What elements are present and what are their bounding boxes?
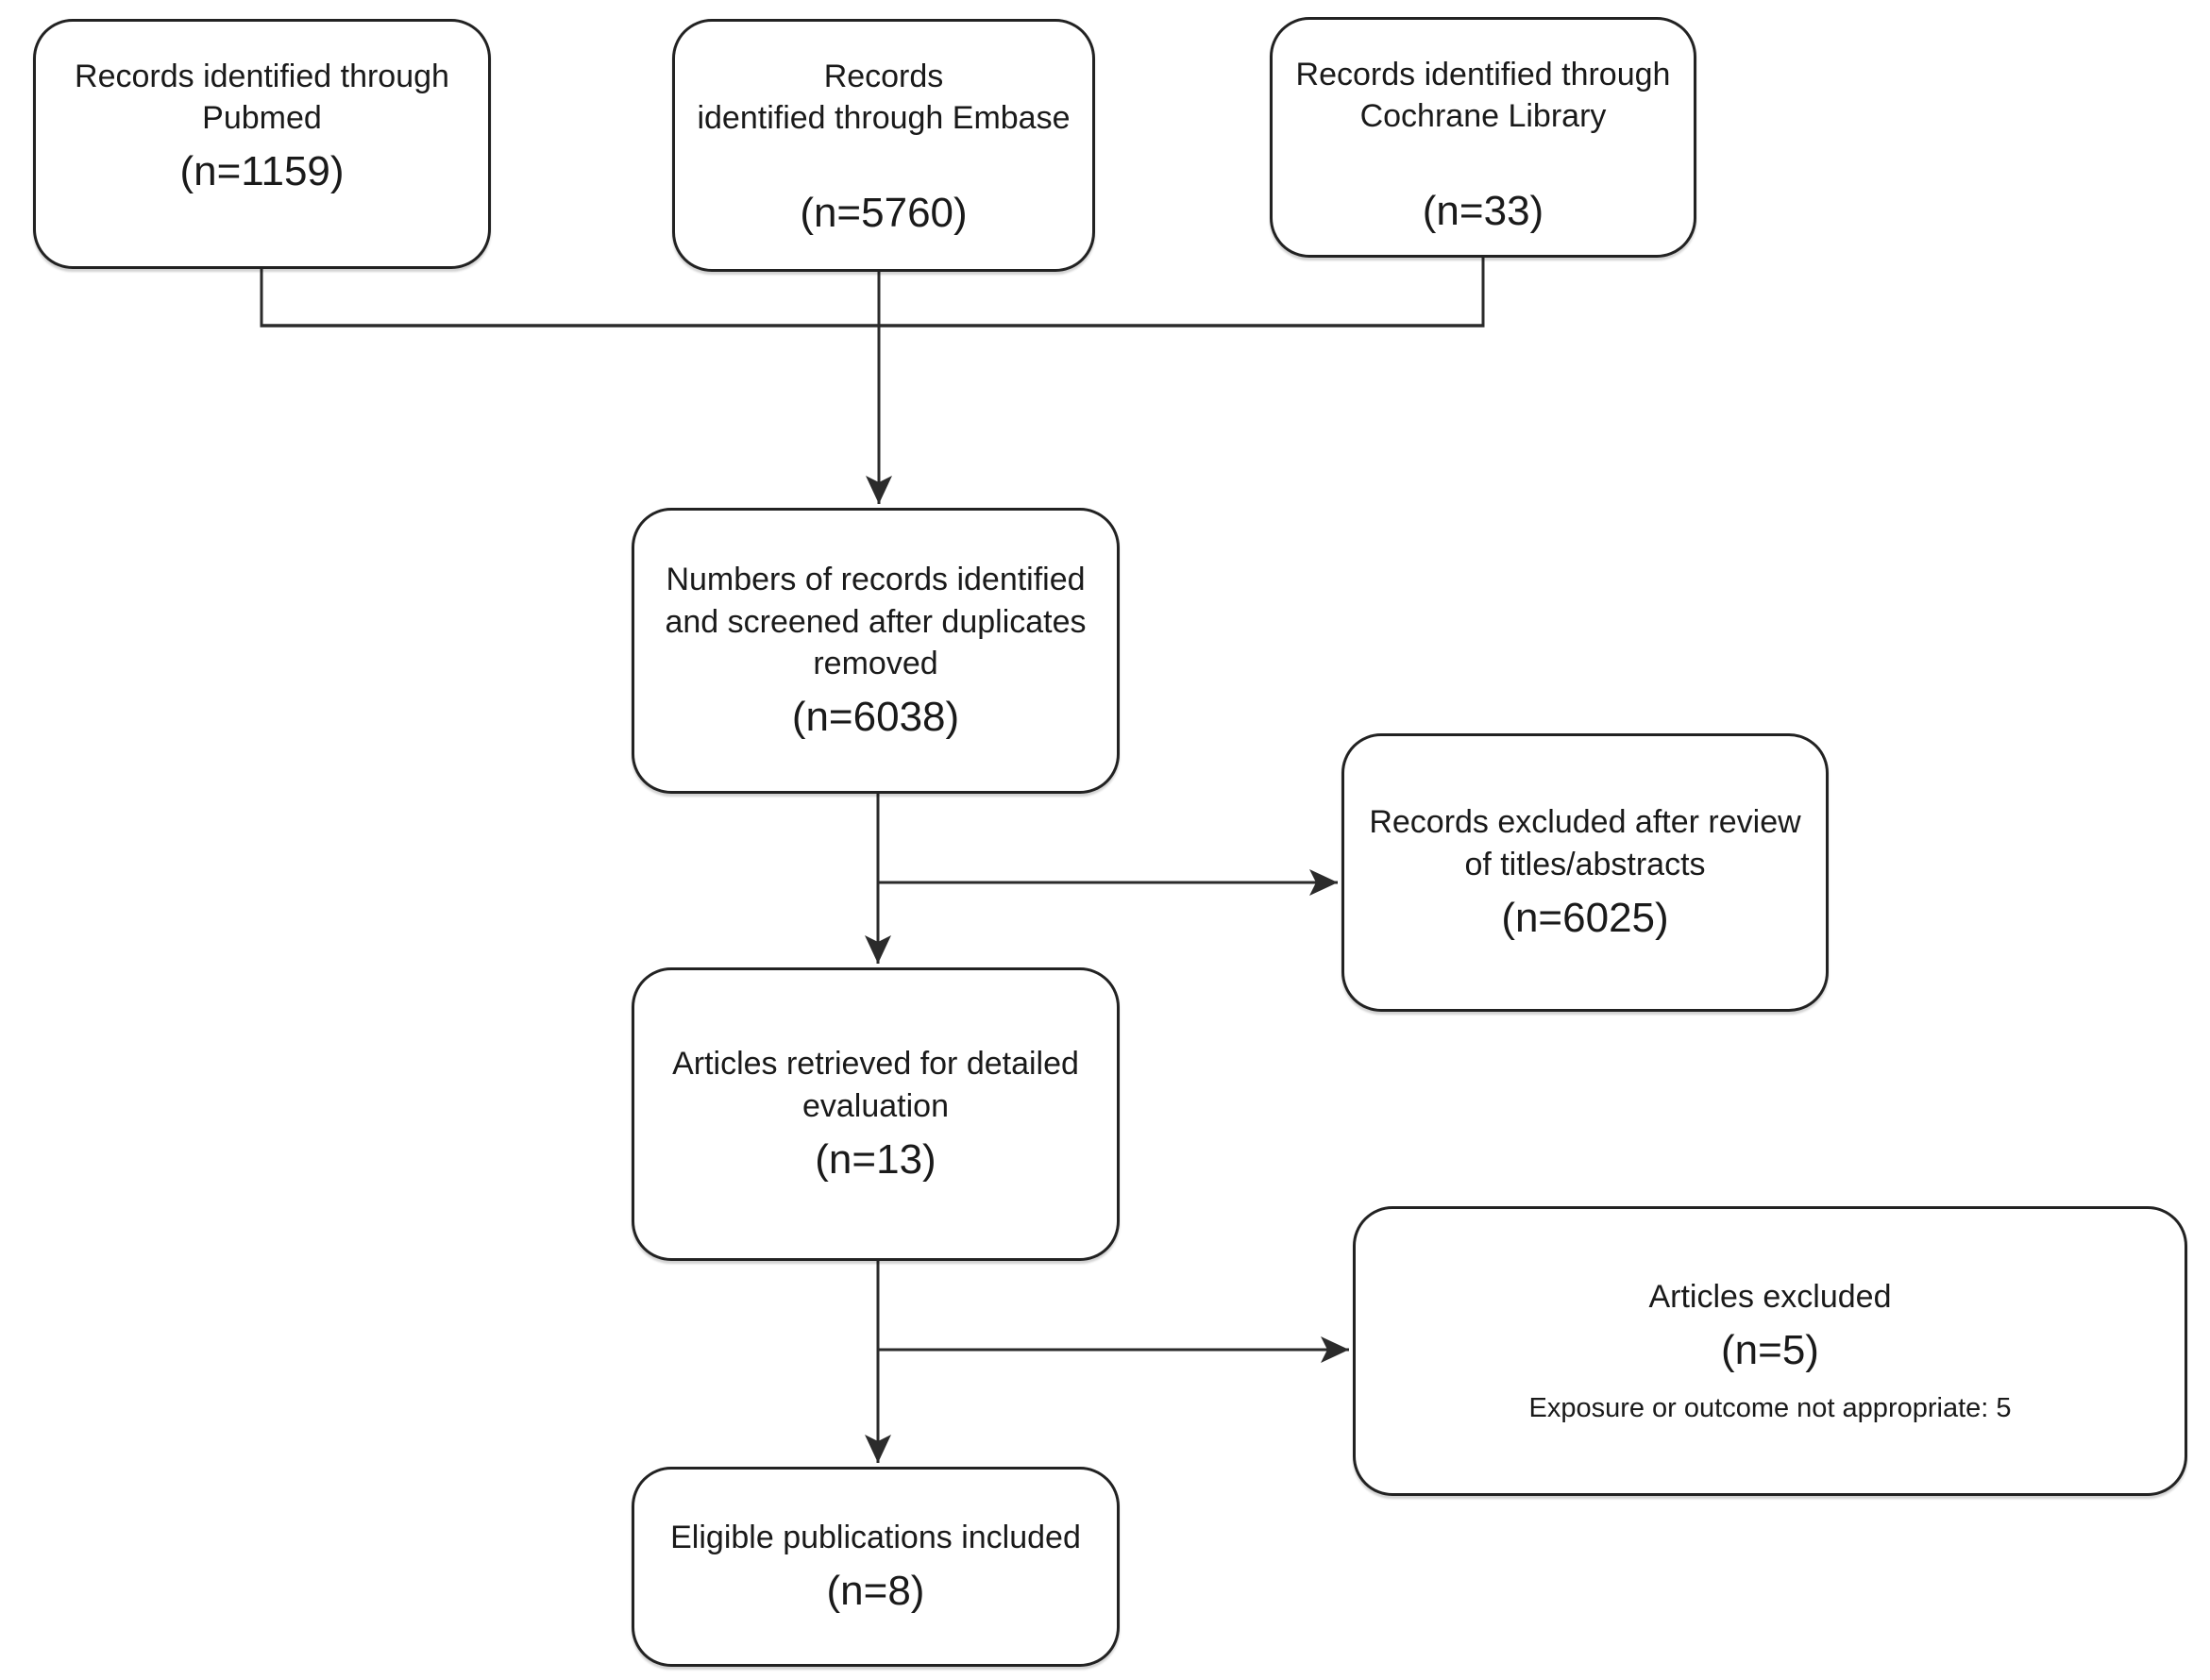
box-records-cochrane-text: Cochrane Library xyxy=(1359,98,1607,135)
box-articles-excluded-count: (n=5) xyxy=(1721,1326,1819,1373)
box-records-embase: Records identified through Embase (n=576… xyxy=(672,19,1095,272)
box-eligible-included-text: Eligible publications included xyxy=(670,1520,1081,1556)
box-records-pubmed-count: (n=1159) xyxy=(179,148,345,195)
box-records-excluded-text: of titles/abstracts xyxy=(1464,846,1706,882)
box-records-screened-count: (n=6038) xyxy=(791,693,960,740)
box-records-cochrane-count: (n=33) xyxy=(1422,188,1544,235)
box-records-pubmed-text: Records identified through xyxy=(75,59,449,94)
box-records-excluded-count: (n=6025) xyxy=(1501,894,1669,941)
box-articles-excluded: Articles excluded (n=5) Exposure or outc… xyxy=(1353,1206,2187,1496)
box-articles-retrieved-count: (n=13) xyxy=(815,1135,936,1183)
box-articles-retrieved-text: evaluation xyxy=(801,1087,949,1124)
box-records-screened-text: removed xyxy=(813,645,938,681)
box-records-embase-text: Records xyxy=(823,59,944,94)
box-records-excluded-titles-abstracts: Records excluded after review of titles/… xyxy=(1341,733,1829,1012)
box-records-screened-text: and screened after duplicates xyxy=(665,603,1087,640)
box-articles-retrieved: Articles retrieved for detailed evaluati… xyxy=(632,967,1120,1261)
box-records-screened: Numbers of records identified and screen… xyxy=(632,508,1120,794)
box-records-pubmed: Records identified through Pubmed (n=115… xyxy=(33,19,491,269)
box-records-pubmed-text: Pubmed xyxy=(202,100,322,137)
box-eligible-included: Eligible publications included (n=8) xyxy=(632,1467,1120,1667)
box-records-embase-count: (n=5760) xyxy=(800,190,968,237)
box-records-excluded-text: Records excluded after review xyxy=(1369,804,1801,841)
box-records-screened-text: Numbers of records identified xyxy=(666,562,1086,598)
box-articles-retrieved-text: Articles retrieved for detailed xyxy=(672,1046,1079,1083)
box-articles-excluded-reason: Exposure or outcome not appropriate: 5 xyxy=(1528,1392,2012,1423)
box-records-cochrane-text: Records identified through xyxy=(1295,57,1671,92)
box-eligible-included-count: (n=8) xyxy=(826,1568,925,1615)
box-records-embase-text: identified through Embase xyxy=(697,100,1071,137)
box-articles-excluded-text: Articles excluded xyxy=(1648,1278,1892,1315)
box-records-cochrane: Records identified through Cochrane Libr… xyxy=(1270,17,1696,258)
